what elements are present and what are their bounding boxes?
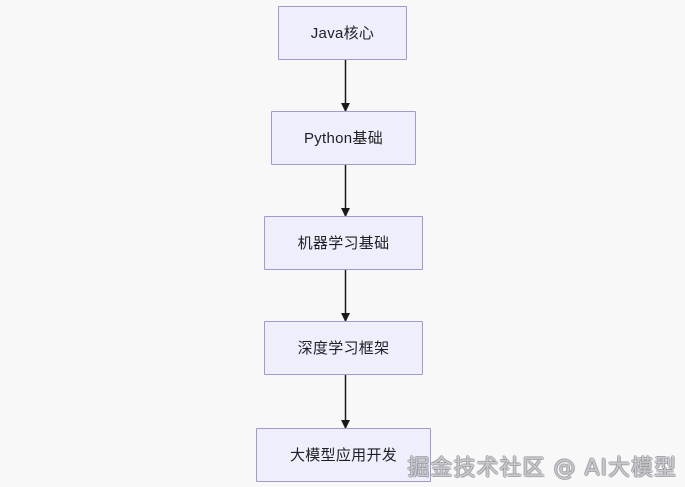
flow-node-label: 大模型应用开发 [289, 446, 398, 464]
flow-node-python-basics[interactable]: Python基础 [271, 111, 416, 165]
flow-node-label: Java核心 [310, 24, 375, 42]
flow-node-large-model-application-development[interactable]: 大模型应用开发 [256, 428, 431, 482]
flow-node-label: Python基础 [303, 129, 384, 147]
flow-node-label: 深度学习框架 [297, 339, 390, 357]
flow-node-label: 机器学习基础 [297, 234, 390, 252]
flow-node-machine-learning-basics[interactable]: 机器学习基础 [264, 216, 423, 270]
flow-node-deep-learning-framework[interactable]: 深度学习框架 [264, 321, 423, 375]
flow-node-java-core[interactable]: Java核心 [278, 6, 407, 60]
